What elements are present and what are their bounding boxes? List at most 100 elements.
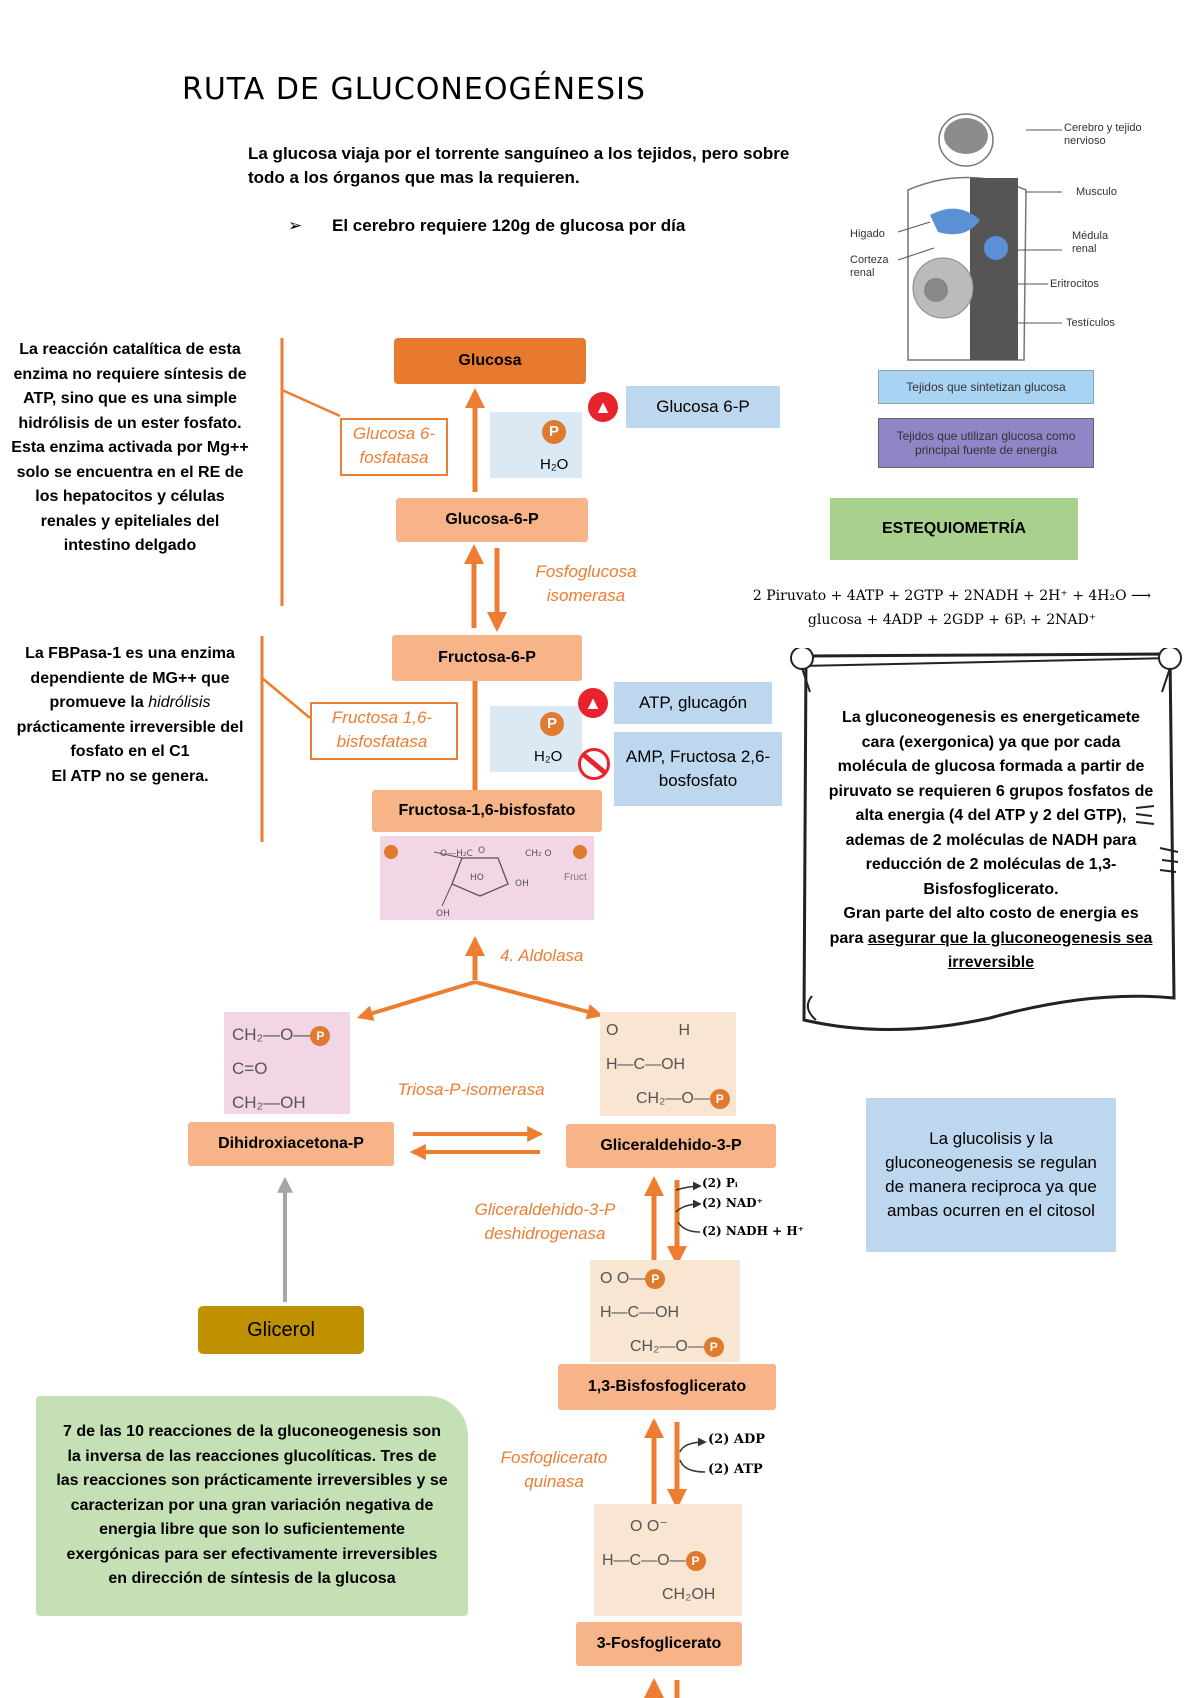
cofactor-adp: (2) ADP (708, 1432, 766, 1447)
legend-synth-text: Tejidos que sintetizan glucosa (906, 380, 1066, 394)
h2o-label-1: H₂O (540, 456, 569, 473)
node-fructosa6p-label: Fructosa-6-P (438, 649, 536, 666)
phosphate-label: P (548, 423, 559, 440)
dhap-line3: CH₂—OH (232, 1093, 306, 1112)
label-higado: Higado (850, 228, 885, 240)
enzyme-fbpasa: Fructosa 1,6-bisfosfatasa (331, 708, 433, 751)
scroll-text-p2: Gran parte del alto costo de energia es … (829, 905, 1139, 947)
body-silhouette-icon (897, 113, 1062, 361)
pg-line3: CH₂OH (662, 1586, 716, 1603)
cofactor-pi: (2) Pᵢ (702, 1176, 738, 1190)
legend-synth: Tejidos que sintetizan glucosa (878, 370, 1094, 404)
up-arrow-icon-2: ▲ (578, 688, 608, 718)
phosphate-icon: P (542, 420, 566, 444)
node-dhap-label: Dihidroxiacetona-P (218, 1135, 364, 1152)
label-medula: Médula renal (1072, 230, 1109, 255)
label-cerebro: Cerebro y tejido nervioso (1064, 122, 1142, 147)
enzyme-aldolasa: 4. Aldolasa (500, 946, 584, 965)
gap-h: H (678, 1022, 691, 1039)
human-body-figure: Cerebro y tejido nervioso Musculo Higado… (848, 110, 1178, 370)
reg-atp-glucagon-label: ATP, glucagón (638, 693, 748, 712)
node-gap-label: Gliceraldehido-3-P (600, 1137, 742, 1154)
struct-3pg: O O⁻ H—C—O—P CH₂OH (594, 1504, 742, 1616)
node-3pg: 3-Fosfoglicerato (576, 1622, 742, 1666)
enzyme-pgk: Fosfoglicerato quinasa (500, 1448, 608, 1491)
label-testiculos: Testículos (1066, 317, 1115, 329)
reg-glucosa6p-label: Glucosa 6-P (656, 397, 750, 416)
scroll-note: La gluconeogenesis es energeticamete car… (790, 648, 1182, 1044)
node-gap: Gliceraldehido-3-P (566, 1124, 776, 1168)
phosphate-icon-bpg2: P (703, 1337, 724, 1357)
node-glicerol-label: Glicerol (247, 1318, 315, 1341)
side-text-fbpasa-p2: prácticamente irreversible del fosfato e… (16, 718, 244, 761)
struct-fructosa16bp: O—H₂C O CH₂ O OH HO OH Fruct (380, 836, 594, 920)
phosphate-label-2: P (546, 715, 557, 732)
node-glucosa6p-label: Glucosa-6-P (445, 511, 539, 528)
phosphate-icon-2: P (540, 712, 564, 736)
bullet-text: El cerebro requiere 120g de glucosa por … (332, 216, 686, 235)
reg-amp-f26bp-label: AMP, Fructosa 2,6-bosfosfato (625, 747, 771, 790)
svg-text:OH: OH (515, 879, 529, 889)
equation-line-1: 2 Piruvato + 4ATP + 2GTP + 2NADH + 2H⁺ +… (752, 588, 1152, 604)
gap-ch2op: CH₂—O— (636, 1090, 710, 1107)
label-corteza: Corteza renal (850, 254, 889, 279)
fruct-label: Fruct (564, 872, 587, 883)
reg-glucosa6p: Glucosa 6-P (626, 386, 780, 428)
gap-line3: CH₂—O—P (606, 1082, 730, 1116)
pg-line2: H—C—O—P (602, 1544, 715, 1578)
up-arrow-icon: ▲ (588, 392, 618, 422)
node-3pg-label: 3-Fosfoglicerato (596, 1635, 722, 1652)
side-text-fbpasa: La FBPasa-1 es una enzima dependiente de… (10, 642, 250, 789)
fructose-ring-icon: O—H₂C O CH₂ O OH HO OH (384, 845, 587, 919)
svg-text:HO: HO (470, 873, 484, 883)
green-note-text: 7 de las 10 reacciones de la gluconeogen… (56, 1423, 448, 1588)
node-glucosa6p: Glucosa-6-P (396, 498, 588, 542)
side-text-g6pasa: La reacción catalítica de esta enzima no… (11, 341, 249, 554)
enzyme-box-g6pasa (340, 418, 448, 476)
intro-text: La glucosa viaja por el torrente sanguín… (248, 144, 790, 187)
arrow-bullet-icon: ➢ (288, 216, 303, 235)
phosphate-icon-3pg: P (685, 1551, 706, 1571)
scroll-text-p1: La gluconeogenesis es energeticamete car… (828, 709, 1154, 898)
cofactor-nadh: (2) NADH + H⁺ (702, 1224, 804, 1238)
cofactor-nad: (2) NAD⁺ (702, 1196, 763, 1210)
svg-text:OH: OH (436, 909, 450, 919)
side-text-fbpasa-em: hidrólisis (148, 694, 211, 711)
scroll-text-underlined: asegurar que la gluconeogenesis sea irre… (867, 929, 1153, 972)
node-glucosa-label: Glucosa (458, 352, 522, 369)
side-text-fbpasa-p3: El ATP no se genera. (51, 767, 209, 785)
bpg-line2: H—C—OH (600, 1304, 680, 1321)
dhap-ch2o: CH₂—O— (232, 1025, 311, 1044)
page-title: RUTA DE GLUCONEOGÉNESIS (182, 72, 646, 107)
green-note: 7 de las 10 reacciones de la gluconeogen… (36, 1396, 468, 1616)
enzyme-box-fbpasa (310, 702, 458, 760)
scroll-text: La gluconeogenesis es energeticamete car… (826, 706, 1156, 976)
bpg-ch2op: CH₂—O— (630, 1338, 704, 1355)
dhap-line1: CH₂—O—P (232, 1018, 331, 1052)
legend-use-text: Tejidos que utilizan glucosa como princi… (896, 429, 1076, 457)
phosphate-icon-dhap: P (310, 1026, 331, 1046)
stoichiometry-equation: 2 Piruvato + 4ATP + 2GTP + 2NADH + 2H⁺ +… (712, 584, 1192, 632)
node-fructosa16bp: Fructosa-1,6-bisfosfato (372, 790, 602, 832)
bpg-top: O O— (600, 1270, 646, 1287)
label-musculo: Musculo (1076, 186, 1117, 198)
cofactor-atp: (2) ATP (708, 1462, 763, 1477)
dhap-line2: C=O (232, 1059, 268, 1078)
equation-line-2: glucosa + 4ADP + 2GDP + 6Pᵢ + 2NAD⁺ (807, 612, 1097, 628)
side-text-fbpasa-p1: La FBPasa-1 es una enzima dependiente de… (25, 645, 235, 711)
label-eritrocitos: Eritrocitos (1050, 278, 1099, 290)
reg-amp-f26bp: AMP, Fructosa 2,6-bosfosfato (614, 732, 782, 806)
node-bpg-label: 1,3-Bisfosfoglicerato (587, 1378, 747, 1395)
enzyme-gapdh: Gliceraldehido-3-P deshidrogenasa (474, 1200, 616, 1243)
struct-dhap: CH₂—O—P C=O CH₂—OH (224, 1012, 350, 1114)
reg-atp-glucagon: ATP, glucagón (614, 682, 772, 724)
estequiometria-label: ESTEQUIOMETRÍA (830, 498, 1078, 560)
pg-mid: H—C—O— (602, 1552, 686, 1569)
enzyme-tpi: Triosa-P-isomerasa (397, 1080, 545, 1099)
bpg-line3: CH₂—O—P (600, 1330, 724, 1364)
hydrolysis-box-1 (490, 412, 582, 478)
regulation-note: La glucolisis y la gluconeogenesis se re… (866, 1098, 1116, 1252)
